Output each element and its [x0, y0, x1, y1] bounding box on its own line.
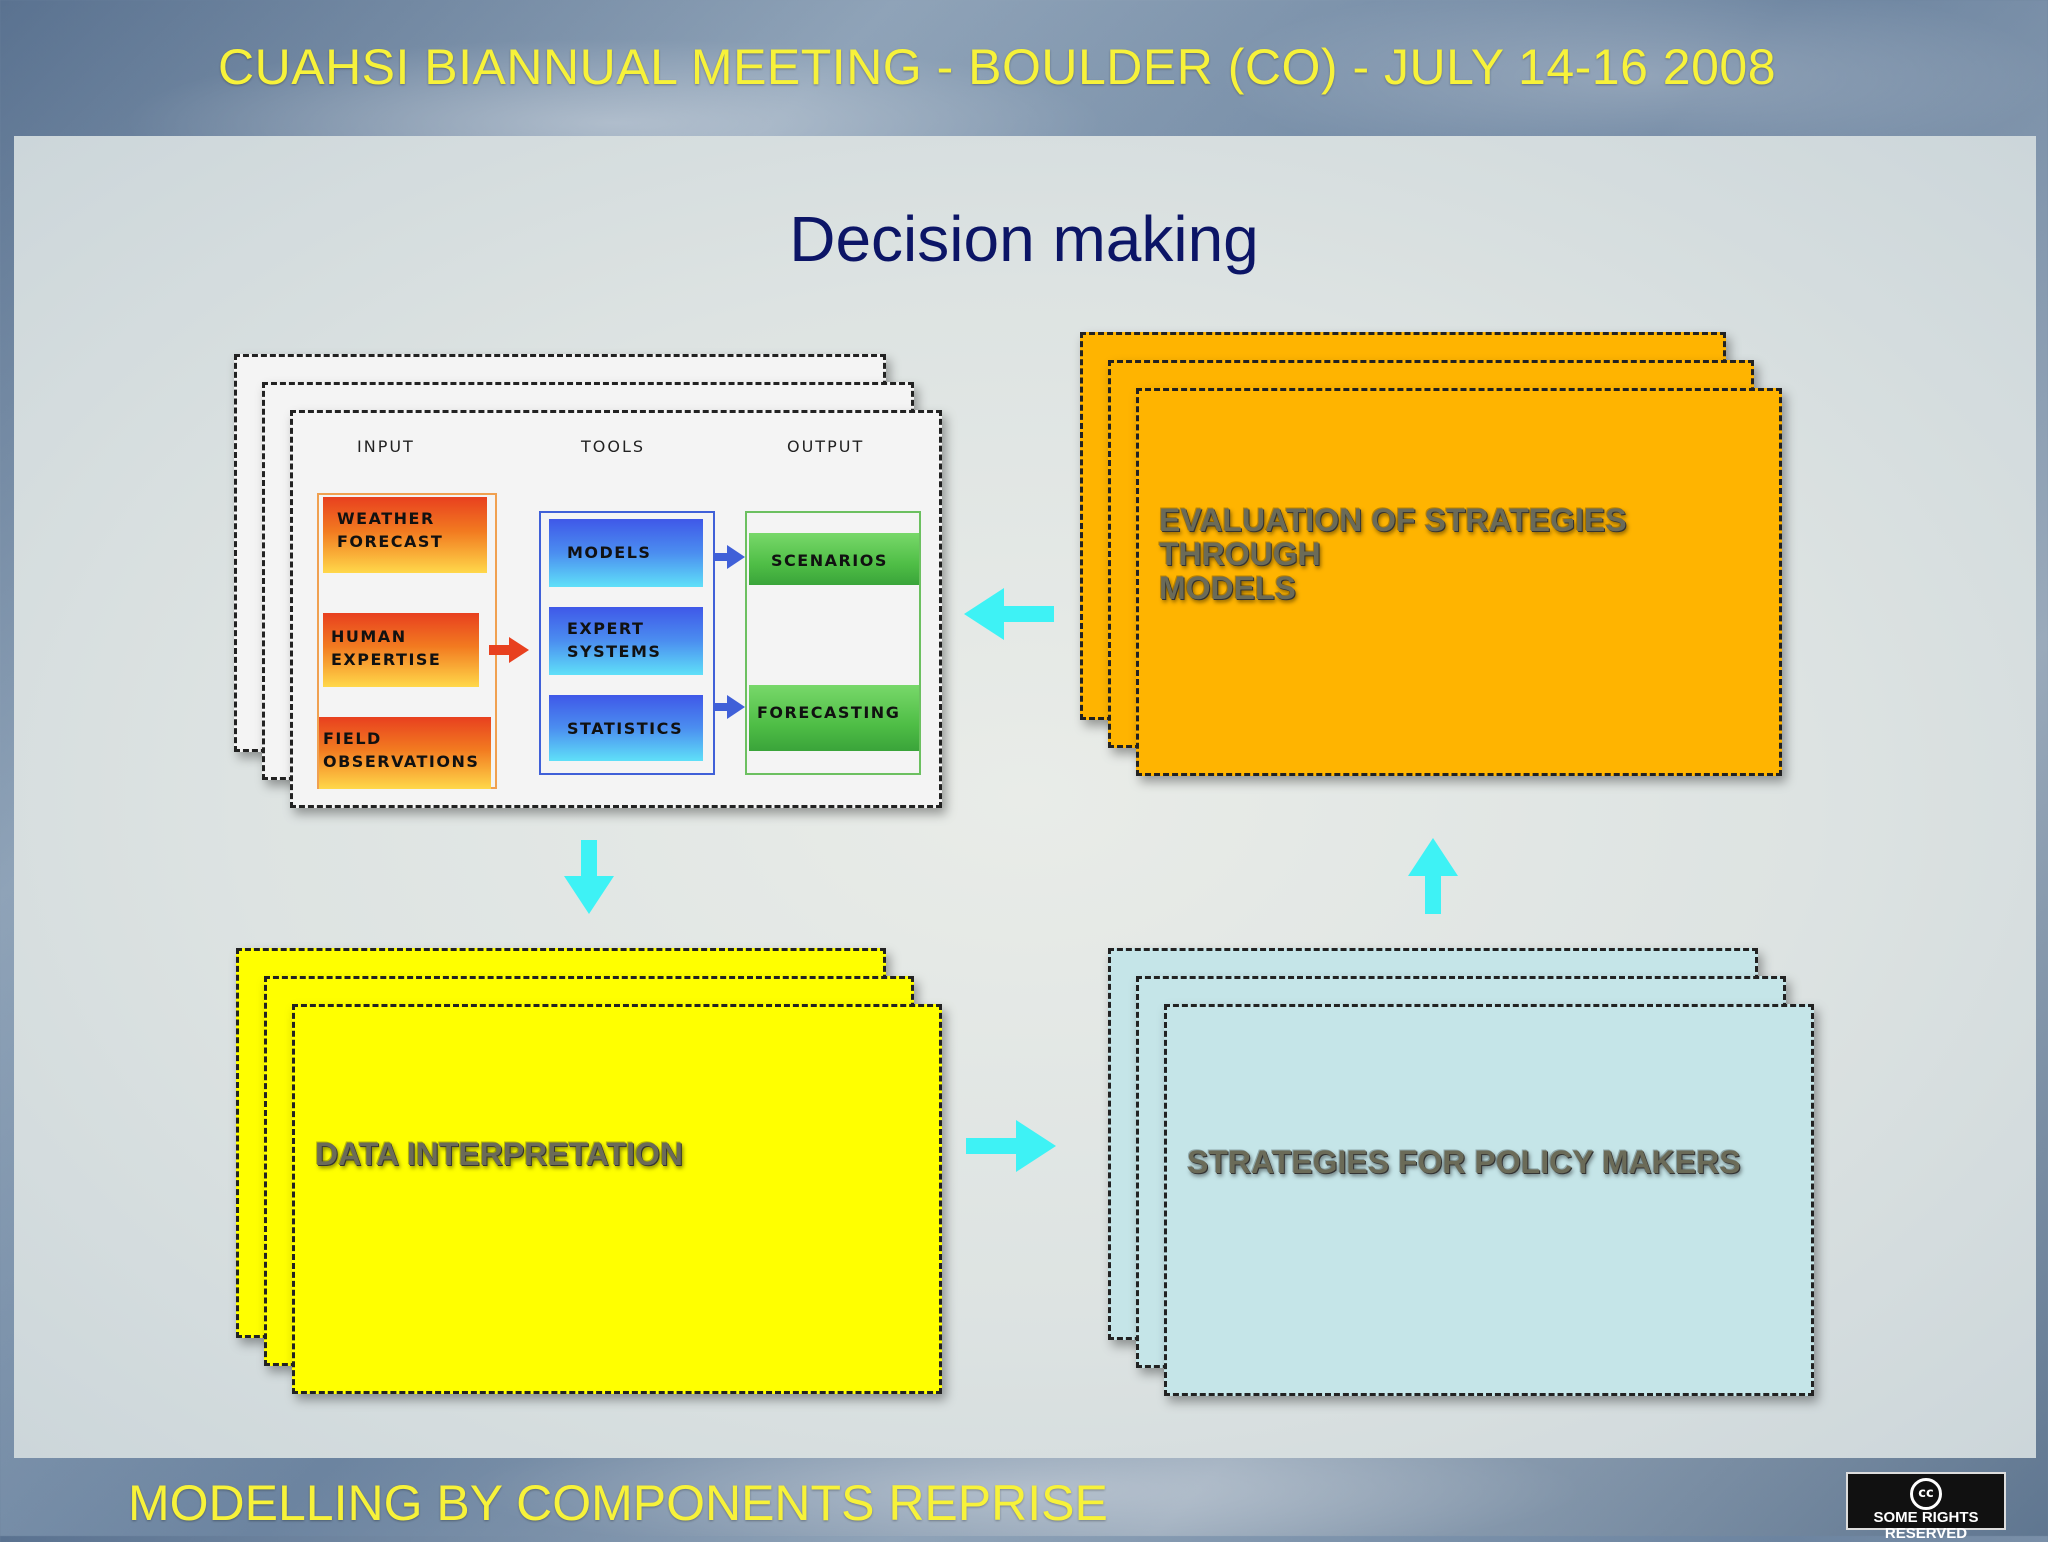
- interpretation-card-front: DATA INTERPRETATION: [292, 1004, 942, 1394]
- tool-models: MODELS: [549, 519, 703, 587]
- column-head-output: OUTPUT: [787, 437, 865, 456]
- arrow-up: [1408, 838, 1458, 914]
- output-scenarios: SCENARIOS: [749, 533, 919, 585]
- evaluation-card-front: EVALUATION OF STRATEGIES THROUGH MODELS: [1136, 388, 1782, 776]
- arrow-left: [964, 588, 1054, 640]
- arrow-down: [564, 840, 614, 914]
- tools-to-scenarios-arrow: [713, 545, 745, 569]
- tool-statistics: STATISTICS: [549, 695, 703, 761]
- tools-group-frame: [539, 511, 715, 775]
- tools-to-forecasting-arrow: [713, 695, 745, 719]
- column-head-tools: TOOLS: [581, 437, 646, 456]
- column-head-input: INPUT: [357, 437, 415, 456]
- evaluation-label: EVALUATION OF STRATEGIES THROUGH MODELS: [1159, 502, 1627, 606]
- cc-icon: cc: [1910, 1478, 1942, 1510]
- header-text: CUAHSI BIANNUAL MEETING - BOULDER (CO) -…: [218, 39, 1777, 95]
- output-group-frame: [745, 511, 921, 775]
- slide-title: Decision making: [789, 203, 1259, 275]
- output-forecasting: FORECASTING: [749, 685, 919, 751]
- license-text: SOME RIGHTS RESERVED: [1873, 1509, 1979, 1542]
- strategies-label: STRATEGIES FOR POLICY MAKERS: [1187, 1144, 1741, 1180]
- input-to-tools-arrow: [489, 637, 529, 663]
- slide-header: CUAHSI BIANNUAL MEETING - BOULDER (CO) -…: [0, 0, 2048, 136]
- footer-text: MODELLING BY COMPONENTS REPRISE: [128, 1475, 1108, 1531]
- creative-commons-badge[interactable]: cc SOME RIGHTS RESERVED: [1846, 1472, 2006, 1542]
- arrow-right: [966, 1120, 1056, 1172]
- strategies-card-front: STRATEGIES FOR POLICY MAKERS: [1164, 1004, 1814, 1396]
- interpretation-label: DATA INTERPRETATION: [315, 1136, 683, 1172]
